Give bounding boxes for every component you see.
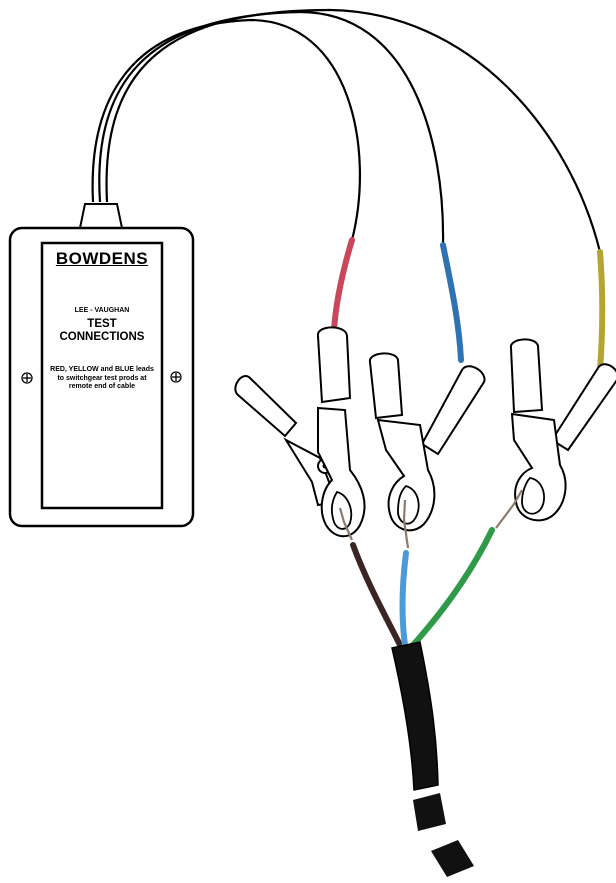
box-title-line2: CONNECTIONS: [59, 331, 145, 343]
box-title: TEST CONNECTIONS: [46, 318, 158, 344]
blue-lead-sleeve: [440, 242, 464, 363]
lead-wires: [91, 8, 602, 253]
screw-icon: [21, 372, 33, 384]
box-instructions: RED, YELLOW and BLUE leads to switchgear…: [50, 366, 154, 390]
red-lead-wire: [91, 18, 361, 241]
multicore-cable: [350, 527, 495, 877]
cable-gland: [78, 203, 124, 229]
yellow-lead-wire: [105, 8, 602, 253]
cable-sheath: [391, 641, 439, 791]
box-subtitle: LEE - VAUGHAN: [74, 307, 130, 314]
green-core: [410, 527, 495, 648]
brown-core: [350, 542, 403, 648]
box-title-line1: TEST: [87, 318, 117, 330]
brand-logo-text: BOWDENS: [55, 249, 149, 268]
tester-box: [8, 203, 195, 528]
red-lead-sleeve: [331, 237, 355, 333]
blue-lead-clip: [369, 352, 486, 549]
blue-core: [399, 550, 409, 648]
cable-sheath-break: [431, 840, 474, 877]
yellow-lead-clip: [495, 338, 616, 529]
screw-icon: [170, 371, 182, 383]
blue-lead-wire: [98, 10, 445, 246]
cable-sheath-break: [413, 793, 446, 831]
red-lead-clip: [234, 326, 366, 541]
yellow-lead-sleeve: [597, 249, 606, 373]
